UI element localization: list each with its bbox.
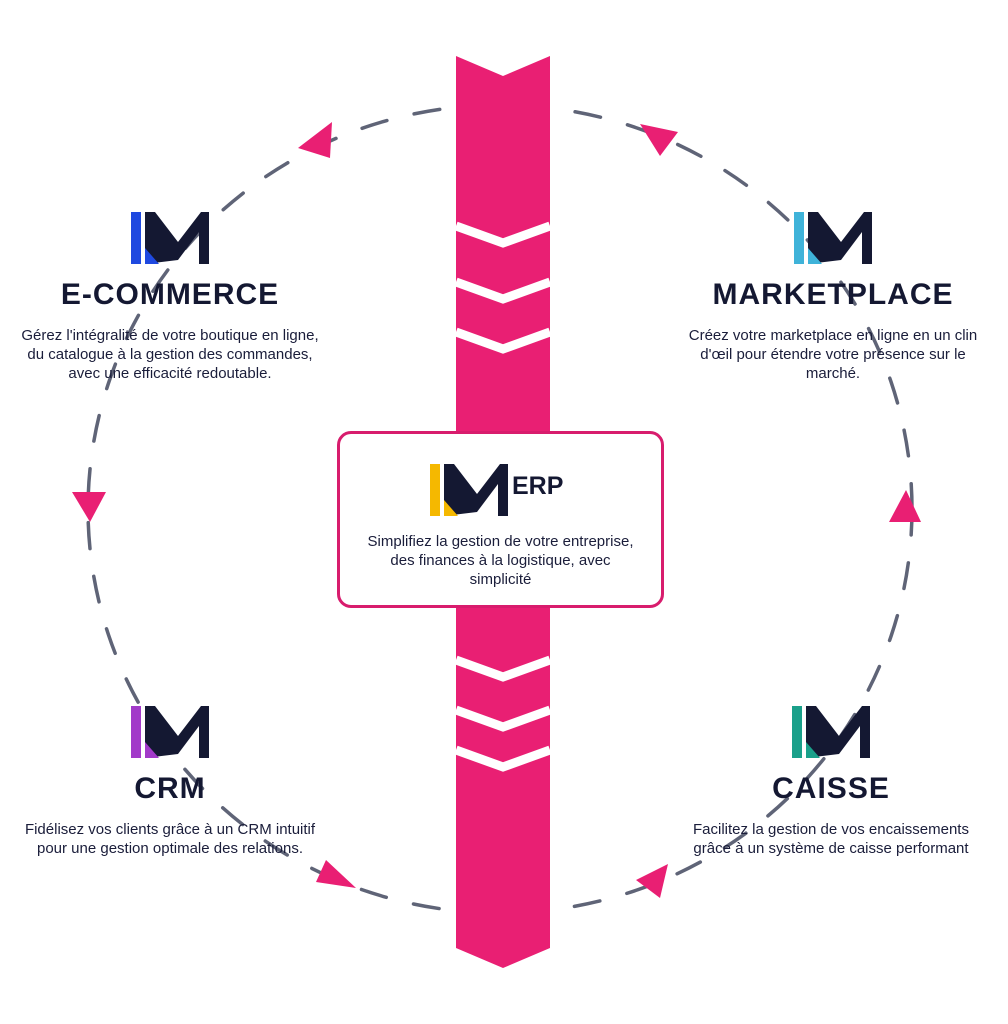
- arrow-head-top-right: [640, 124, 678, 156]
- arrow-head-left: [72, 492, 106, 522]
- module-marketplace: MARKETPLACE Créez votre marketplace en l…: [688, 212, 978, 383]
- arrow-head-right: [889, 490, 921, 522]
- erp-label: ERP: [512, 472, 564, 500]
- erp-header: ERP: [430, 464, 590, 516]
- module-description: Créez votre marketplace en ligne en un c…: [688, 327, 978, 382]
- erp-description: Simplifiez la gestion de votre entrepris…: [367, 533, 634, 588]
- band-chevrons-top: [454, 221, 552, 354]
- arrow-head-bottom-right: [636, 864, 668, 898]
- module-crm: CRM Fidélisez vos clients grâce à un CRM…: [20, 706, 320, 858]
- im-logo-erp-icon: [430, 464, 508, 516]
- module-title: CAISSE: [772, 772, 890, 805]
- module-title: E-COMMERCE: [60, 278, 280, 311]
- erp-card: ERP Simplifiez la gestion de votre entre…: [337, 431, 664, 608]
- module-ecommerce: E-COMMERCE Gérez l'intégralité de votre …: [15, 212, 325, 383]
- im-logo-marketplace-icon: [794, 212, 872, 264]
- arrow-head-bottom-left: [316, 860, 356, 888]
- module-description: Facilitez la gestion de vos encaissement…: [693, 821, 969, 857]
- module-caisse: CAISSE Facilitez la gestion de vos encai…: [686, 706, 976, 858]
- im-logo-crm-icon: [131, 706, 209, 758]
- module-title: CRM: [134, 772, 206, 805]
- band-chevrons-bottom: [454, 655, 552, 772]
- module-description: Fidélisez vos clients grâce à un CRM int…: [24, 821, 316, 857]
- module-title: MARKETPLACE: [712, 278, 954, 311]
- arrow-head-top-left: [298, 122, 332, 158]
- im-logo-ecommerce-icon: [131, 212, 209, 264]
- module-description: Gérez l'intégralité de votre boutique en…: [21, 327, 319, 382]
- im-logo-caisse-icon: [792, 706, 870, 758]
